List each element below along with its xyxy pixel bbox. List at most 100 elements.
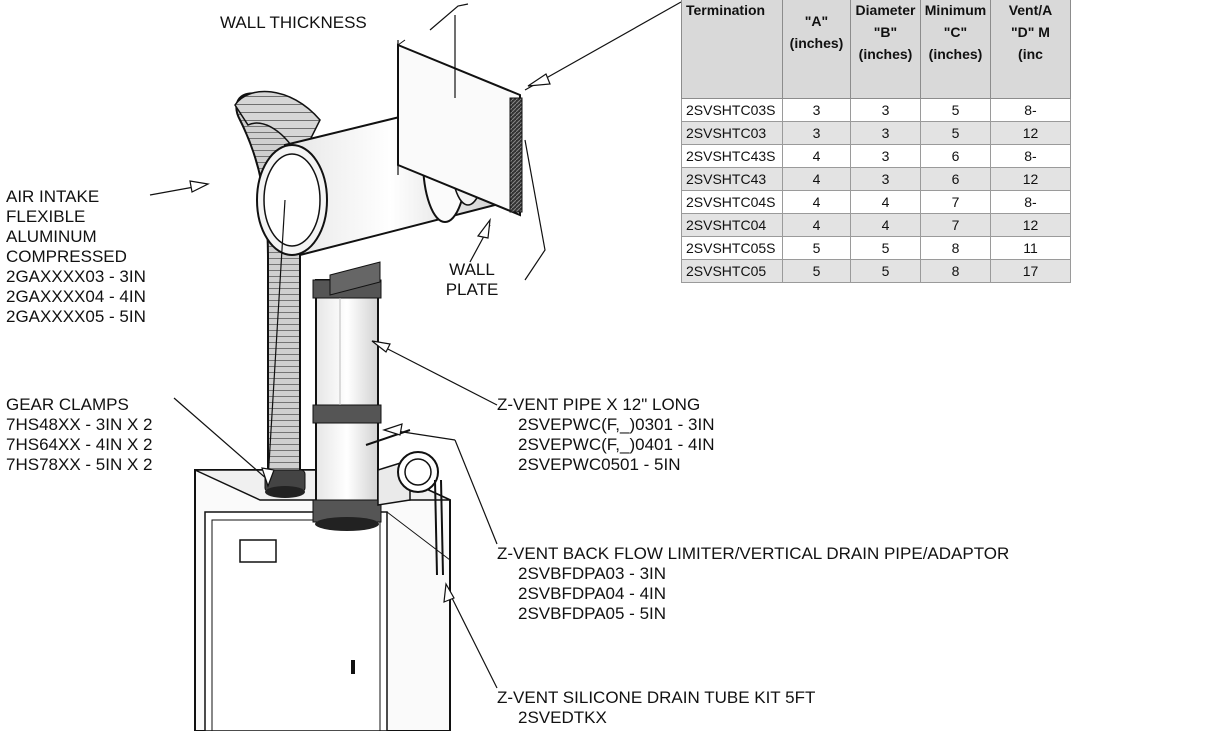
header-text: Termination (686, 2, 766, 18)
zvent-pipe-line: 2SVEPWC(F,_)0401 - 4IN (518, 435, 715, 454)
leader-arrowheads (189, 73, 551, 603)
backflow-line: 2SVBFDPA03 - 3IN (518, 564, 667, 583)
table-cell: 5 (920, 98, 991, 122)
drain-tube-label: Z-VENT SILICONE DRAIN TUBE KIT 5FT 2SVED… (497, 688, 815, 728)
table-cell: 5 (782, 259, 851, 283)
header-text: (inches) (858, 46, 913, 62)
backflow-line: 2SVBFDPA05 - 5IN (518, 604, 667, 623)
header-text: Vent/A (1008, 2, 1053, 18)
zvent-pipe-line: Z-VENT PIPE X 12" LONG (497, 395, 701, 414)
table-row: 2SVSHTC03S 3 3 5 8- (681, 98, 1071, 122)
table-cell: 3 (850, 144, 921, 168)
wall-thickness-label: WALL THICKNESS (220, 13, 367, 32)
air-intake-line: COMPRESSED (6, 247, 127, 266)
air-intake-line: ALUMINUM (6, 227, 97, 246)
zvent-pipe-line: 2SVEPWC0501 - 5IN (518, 455, 681, 474)
table-row: 2SVSHTC04S 4 4 7 8- (681, 190, 1071, 214)
air-intake-label: AIR INTAKE FLEXIBLE ALUMINUM COMPRESSED … (6, 187, 146, 327)
backflow-line: Z-VENT BACK FLOW LIMITER/VERTICAL DRAIN … (497, 544, 1010, 563)
header-text: "B" (873, 24, 898, 40)
gear-clamps-line: 7HS64XX - 4IN X 2 (6, 435, 153, 454)
table-cell: 4 (850, 190, 921, 214)
air-intake-line: AIR INTAKE (6, 187, 100, 206)
backflow-limiter (365, 429, 444, 576)
table-cell: 17 (990, 259, 1071, 283)
table-cell: 2SVSHTC05 (681, 259, 783, 283)
table-cell: 12 (990, 213, 1071, 237)
table-row: 2SVSHTC04 4 4 7 12 (681, 213, 1071, 237)
header-text: Minimum (924, 2, 987, 18)
gear-clamps-line: GEAR CLAMPS (6, 395, 129, 414)
air-intake-line: FLEXIBLE (6, 207, 86, 226)
table-cell: 5 (850, 236, 921, 260)
vertical-vent-pipe (312, 279, 382, 531)
table-cell: 4 (782, 190, 851, 214)
table-cell: 8- (990, 144, 1071, 168)
table-cell: 11 (990, 236, 1071, 260)
table-row: 2SVSHTC05 5 5 8 17 (681, 259, 1071, 283)
table-cell: 12 (990, 121, 1071, 145)
table-cell: 2SVSHTC05S (681, 236, 783, 260)
table-cell: 4 (782, 144, 851, 168)
header-text: "A" (804, 13, 829, 29)
table-cell: 3 (850, 98, 921, 122)
table-cell: 8 (920, 259, 991, 283)
table-cell: 4 (850, 213, 921, 237)
table-cell: 2SVSHTC43S (681, 144, 783, 168)
gear-clamps-line: 7HS78XX - 5IN X 2 (6, 455, 153, 474)
table-cell: 7 (920, 190, 991, 214)
header-termination: Termination (681, 0, 783, 99)
table-cell: 7 (920, 213, 991, 237)
zvent-pipe-line: 2SVEPWC(F,_)0301 - 3IN (518, 415, 715, 434)
water-heater-cabinet (194, 469, 451, 731)
table-cell: 5 (850, 259, 921, 283)
wall-plate-label: WALL PLATE (440, 260, 504, 300)
header-c: Minimum "C" (inches) (920, 0, 991, 99)
table-cell: 8 (920, 236, 991, 260)
wall-plate (397, 39, 523, 217)
table-cell: 2SVSHTC04S (681, 190, 783, 214)
header-text: "C" (943, 24, 968, 40)
table-row: 2SVSHTC43S 4 3 6 8- (681, 144, 1071, 168)
table-cell: 2SVSHTC03 (681, 121, 783, 145)
table-cell: 5 (782, 236, 851, 260)
header-b: Diameter "B" (inches) (850, 0, 921, 99)
header-d: Vent/A "D" M (inc (990, 0, 1071, 99)
table-cell: 3 (850, 167, 921, 191)
header-a: "A" (inches) (782, 0, 851, 99)
table-cell: 3 (850, 121, 921, 145)
table-cell: 2SVSHTC43 (681, 167, 783, 191)
header-text: (inches) (789, 35, 844, 51)
gear-clamps-line: 7HS48XX - 3IN X 2 (6, 415, 153, 434)
wall-plate-line: PLATE (445, 280, 499, 299)
gear-clamps-label: GEAR CLAMPS 7HS48XX - 3IN X 2 7HS64XX - … (6, 395, 152, 475)
table-cell: 8- (990, 98, 1071, 122)
table-cell: 4 (782, 213, 851, 237)
backflow-limiter-label: Z-VENT BACK FLOW LIMITER/VERTICAL DRAIN … (497, 544, 1009, 624)
table-row: 2SVSHTC43 4 3 6 12 (681, 167, 1071, 191)
header-text: Diameter (855, 2, 916, 18)
table-row: 2SVSHTC03 3 3 5 12 (681, 121, 1071, 145)
wall-plate-line: WALL (449, 260, 495, 279)
air-intake-line: 2GAXXXX05 - 5IN (6, 307, 146, 326)
table-cell: 5 (920, 121, 991, 145)
header-text: "D" M (1011, 24, 1050, 40)
backflow-line: 2SVBFDPA04 - 4IN (518, 584, 667, 603)
table-cell: 6 (920, 167, 991, 191)
header-text: (inches) (928, 46, 983, 62)
table-cell: 2SVSHTC04 (681, 213, 783, 237)
table-cell: 8- (990, 190, 1071, 214)
air-intake-line: 2GAXXXX03 - 3IN (6, 267, 146, 286)
air-intake-line: 2GAXXXX04 - 4IN (6, 287, 146, 306)
table-cell: 3 (782, 121, 851, 145)
table-cell: 2SVSHTC03S (681, 98, 783, 122)
table-header-row: Termination "A" (inches) Diameter "B" (i… (681, 0, 1071, 99)
table-row: 2SVSHTC05S 5 5 8 11 (681, 236, 1071, 260)
table-cell: 3 (782, 98, 851, 122)
termination-spec-table: Termination "A" (inches) Diameter "B" (i… (681, 0, 1071, 283)
header-text: (inc (1018, 46, 1043, 62)
table-cell: 4 (782, 167, 851, 191)
drain-tube-line: 2SVEDTKX (518, 708, 607, 727)
